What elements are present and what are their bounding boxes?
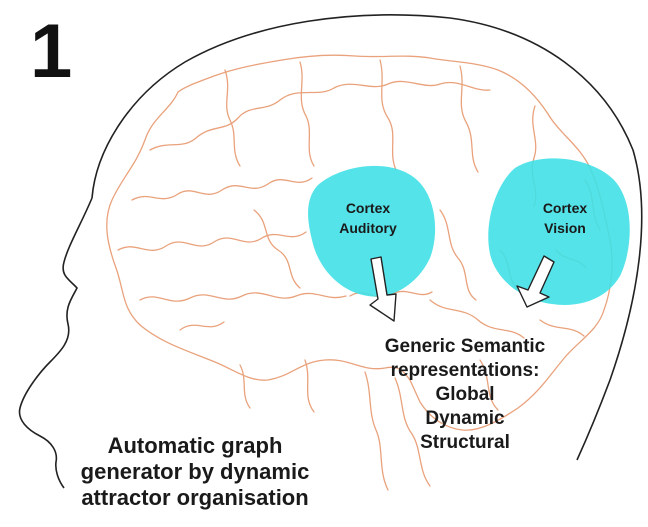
cortex-vision-line1: Cortex — [520, 198, 610, 218]
panel-number: 1 — [30, 12, 72, 92]
cortex-auditory-line2: Auditory — [320, 218, 416, 238]
automatic-line1: Automatic graph — [50, 433, 340, 459]
semantic-line4: Dynamic — [340, 407, 590, 431]
cortex-auditory-label: Cortex Auditory — [320, 198, 416, 238]
semantic-line5: Structural — [340, 431, 590, 455]
cortex-vision-line2: Vision — [520, 218, 610, 238]
semantic-line2: representations: — [340, 359, 590, 383]
semantic-representations-label: Generic Semantic representations: Global… — [340, 335, 590, 455]
semantic-line3: Global — [340, 383, 590, 407]
automatic-line3: attractor organisation — [50, 485, 340, 511]
automatic-line2: generator by dynamic — [50, 459, 340, 485]
automatic-graph-generator-label: Automatic graph generator by dynamic att… — [50, 433, 340, 511]
cortex-auditory-line1: Cortex — [320, 198, 416, 218]
cortex-vision-label: Cortex Vision — [520, 198, 610, 238]
semantic-line1: Generic Semantic — [340, 335, 590, 359]
